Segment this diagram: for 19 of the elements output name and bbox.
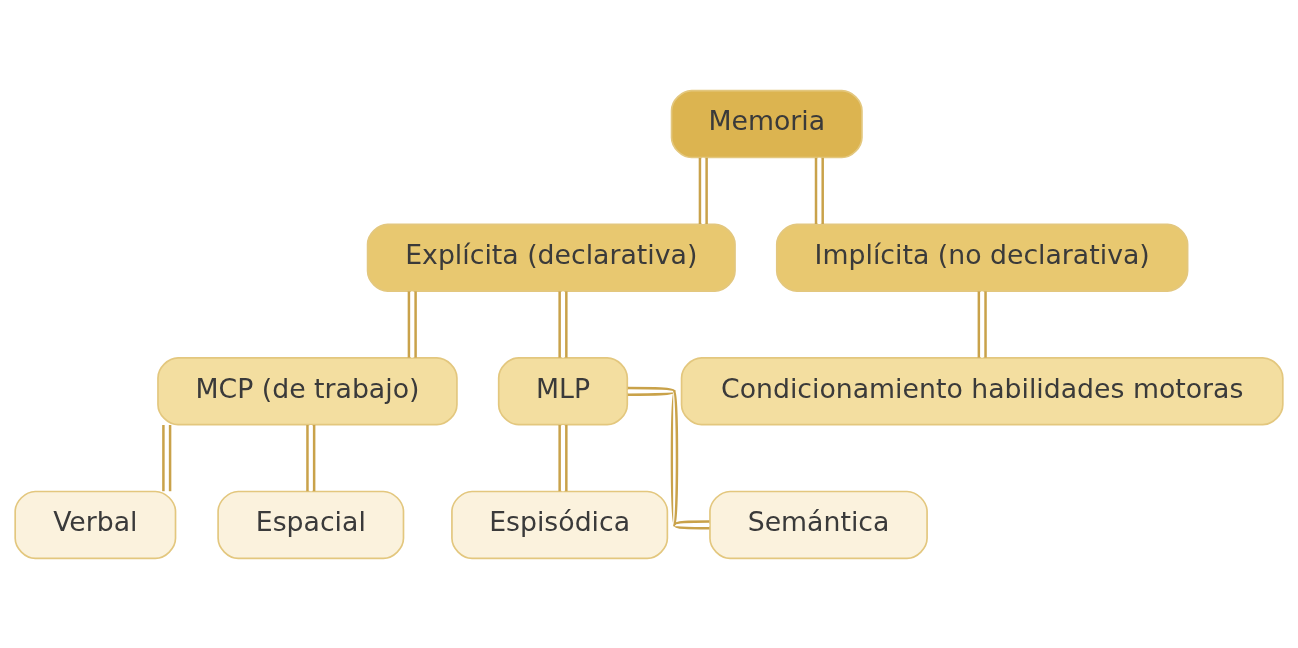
connector: [162, 424, 172, 491]
connector: [407, 290, 417, 358]
node-box: Memoria: [670, 89, 863, 158]
node-box: MLP: [497, 356, 629, 426]
node-box: Espacial: [217, 490, 405, 559]
node-box: Explícita (declarativa): [366, 222, 736, 292]
node-box: Implícita (no declarativa): [775, 222, 1189, 292]
node-box: Verbal: [14, 490, 177, 559]
node-box: Condicionamiento habilidades motoras: [680, 356, 1284, 426]
connector: [306, 424, 316, 491]
connector: [558, 290, 568, 358]
node-box: Espisódica: [451, 490, 669, 559]
connector: [698, 157, 708, 224]
node-box: Semántica: [709, 490, 928, 559]
connector: [977, 290, 987, 358]
node-box: MCP (de trabajo): [157, 356, 458, 426]
connector: [814, 157, 824, 224]
connector: [558, 424, 568, 491]
connector: [627, 386, 710, 529]
